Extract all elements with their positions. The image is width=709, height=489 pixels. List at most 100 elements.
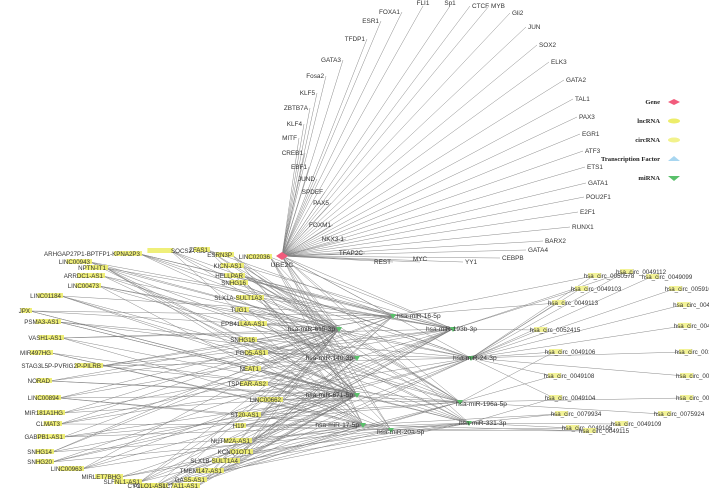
lncrna-label: SLFNL1-AS1 — [104, 479, 141, 486]
network-edge — [237, 315, 394, 462]
circrna-node — [658, 411, 671, 416]
mirna-label: hsa-miR-331-3p — [459, 420, 507, 427]
network-edge — [250, 357, 472, 453]
network-edge — [170, 250, 472, 359]
network-edge — [470, 276, 652, 359]
tf-label: ELK3 — [551, 59, 567, 66]
circrna-node — [549, 349, 562, 354]
network-edge — [470, 357, 555, 399]
network-edge — [245, 282, 358, 396]
tf-label: JUN — [528, 24, 541, 31]
circrna-node — [583, 428, 596, 433]
lncrna-label: GAS5-AS1 — [175, 477, 206, 484]
mirna-label: hsa-miR-193b-3p — [426, 326, 477, 333]
circrna-node — [555, 411, 568, 416]
network-edge — [265, 383, 364, 426]
legend-symbol — [668, 99, 680, 105]
circrna-label: hsa_circ_0049103 — [571, 286, 622, 293]
network-edge — [281, 224, 334, 257]
network-edge — [258, 328, 340, 370]
lncrna-node — [245, 366, 261, 371]
mirna-node — [450, 327, 456, 332]
tf-label: SOX2 — [539, 42, 556, 49]
lncrna-label: TSPEAR-AS2 — [227, 381, 266, 388]
lncrna-label: ARHGAP27P1-BPTFP1-KPNA2P3 — [44, 251, 141, 258]
lncrna-node — [246, 254, 272, 259]
lncrna-label: LINC00943 — [59, 259, 91, 266]
legend-item: Transcription Factor — [601, 156, 680, 163]
lncrna-node — [220, 263, 244, 268]
network-edge — [58, 328, 454, 399]
circrna-label: hsa_circ_0049109 — [611, 421, 662, 428]
lncrna-label: FGD5-AS1 — [236, 350, 267, 357]
tf-label: ESR1 — [362, 18, 379, 25]
network-edge — [390, 427, 572, 431]
network-edge — [100, 357, 472, 367]
network-edge — [281, 255, 461, 403]
network-edge — [281, 255, 394, 263]
network-edge — [62, 422, 470, 438]
network-edge — [281, 107, 311, 257]
circrna-label: hsa_circ_0049113 — [548, 300, 599, 307]
network-edge — [221, 401, 461, 472]
network-edge — [470, 357, 686, 377]
network-edge — [470, 275, 594, 359]
network-edge — [51, 328, 340, 453]
network-edge — [249, 328, 340, 442]
lncrna-label: PSMA3-AS1 — [24, 319, 59, 326]
network-edge — [362, 424, 589, 432]
legend-item: lncRNA — [637, 118, 680, 125]
network-edge — [58, 394, 358, 399]
network-edge — [269, 256, 364, 426]
tf-label: FOXM1 — [309, 222, 331, 229]
network-edge — [242, 275, 454, 330]
lncrna-label: LINC00473 — [68, 283, 100, 290]
tf-label: CTCF — [472, 3, 489, 10]
network-edge — [61, 337, 358, 396]
network-edge — [281, 79, 565, 257]
lncrna-node — [95, 474, 123, 479]
lncrna-node — [215, 252, 234, 257]
network-edge — [468, 422, 572, 429]
network-edge — [468, 413, 561, 424]
network-edge — [254, 339, 461, 403]
network-edge — [258, 368, 358, 396]
network-edge — [470, 351, 555, 359]
network-edge — [102, 275, 340, 330]
network-edge — [105, 267, 358, 396]
network-edge — [249, 424, 364, 442]
network-edge — [281, 255, 358, 359]
network-edge — [100, 328, 340, 367]
network-edge — [281, 116, 578, 257]
network-edge — [246, 309, 472, 359]
tf-label: ETS1 — [587, 164, 603, 171]
network-edge — [258, 357, 358, 370]
network-edge — [281, 255, 421, 263]
tf-label: EGR1 — [582, 131, 600, 138]
network-edge — [89, 261, 340, 330]
lncrna-node — [229, 280, 248, 285]
lncrna-label: NEAT1 — [240, 366, 260, 373]
lncrna-node — [75, 363, 103, 368]
network-edge — [281, 5, 451, 257]
network-edge — [250, 394, 358, 453]
lncrna-label: SNHG14 — [27, 449, 52, 456]
circrna-label: hsa_circ_0052415 — [530, 327, 581, 334]
network-edge — [265, 352, 358, 359]
circrna-label: hsa_circ_0049106 — [545, 349, 596, 356]
network-edge — [258, 401, 461, 416]
network-edge — [281, 255, 501, 259]
lncrna-label: JPX — [19, 308, 30, 315]
network-edge — [470, 302, 558, 359]
lncrna-label: VASH1-AS1 — [28, 335, 62, 342]
mirna-label: hsa-miR-140-3p — [306, 355, 354, 362]
lncrna-node — [196, 468, 224, 473]
lncrna-node — [194, 247, 210, 252]
network-edge — [59, 328, 340, 425]
lncrna-label: NUTM2A-AS1 — [211, 438, 251, 445]
circrna-node — [669, 286, 682, 291]
lncrna-node — [224, 438, 252, 443]
network-edge — [61, 328, 454, 339]
tf-label: GATA4 — [528, 247, 548, 254]
